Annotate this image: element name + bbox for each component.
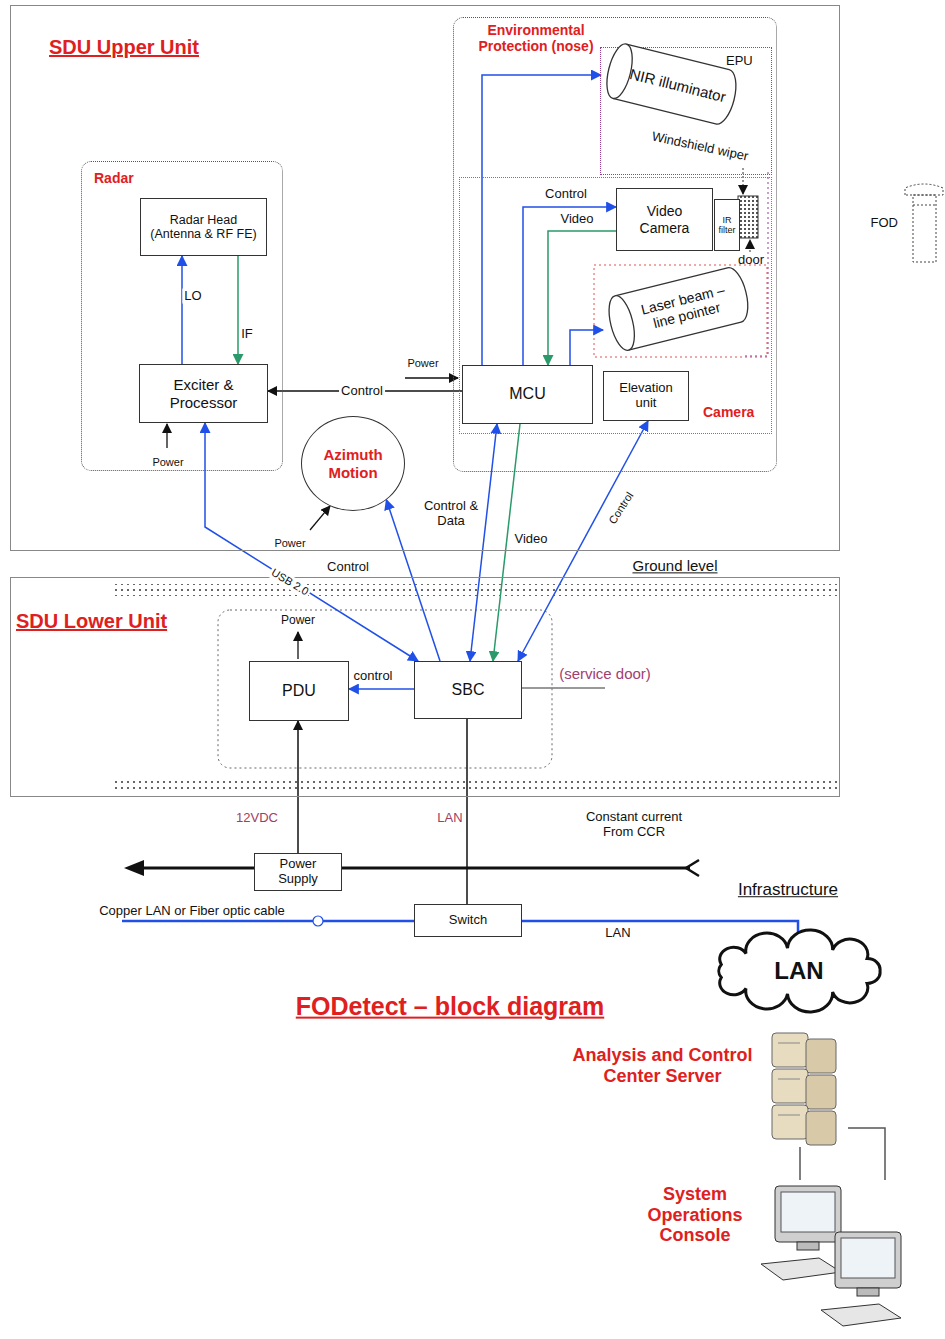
process-box: MCU xyxy=(462,365,593,424)
wiper-arrow xyxy=(743,168,744,194)
note-label: Power xyxy=(407,357,438,370)
laser-outline xyxy=(594,265,767,357)
node-text: EPU xyxy=(726,54,753,69)
note-label: Power xyxy=(152,456,183,469)
node-text: Radar xyxy=(94,170,134,186)
connector xyxy=(570,330,603,365)
connector xyxy=(470,424,497,661)
node-text: System Operations Console xyxy=(625,1184,765,1246)
edge-label: 12VDC xyxy=(234,811,280,826)
process-box: Radar Head (Antenna & RF FE) xyxy=(140,198,267,256)
cylinder-device: NIR illuminator xyxy=(601,40,741,128)
node-text: Exciter & Processor xyxy=(143,376,264,411)
door-arrow xyxy=(750,240,751,252)
process-box: Video Camera xyxy=(616,188,713,251)
connector xyxy=(386,500,440,661)
connector xyxy=(799,1147,801,1180)
node-text: Power Supply xyxy=(258,857,338,887)
edge-label: Control & Data xyxy=(419,499,483,529)
power-arrow xyxy=(297,632,298,659)
node-text: Switch xyxy=(449,913,487,928)
power-tail xyxy=(686,860,699,876)
note-label: Windshield wiper xyxy=(650,129,749,164)
node-text: Analysis and Control Center Server xyxy=(560,1045,765,1086)
node-text: PDU xyxy=(282,682,316,700)
process-box: SBC xyxy=(414,661,522,719)
edge-label: LAN xyxy=(603,926,632,941)
node-text: SBC xyxy=(452,681,485,699)
power-arrow xyxy=(166,424,167,448)
process-box: Elevation unit xyxy=(603,371,689,421)
note-label: Infrastructure xyxy=(738,880,838,900)
group-box: Environmental Protection (nose) EPUNIR il… xyxy=(453,17,777,472)
connector xyxy=(523,207,616,365)
edge-label: Control xyxy=(339,384,385,399)
group-box: SDU Lower UnitPDU SBC xyxy=(10,577,840,797)
connector xyxy=(848,1128,885,1180)
note-label: Power xyxy=(281,614,315,628)
connector xyxy=(466,719,468,904)
note-label: FOD xyxy=(871,216,898,231)
note-label: Constant current From CCR xyxy=(572,810,697,840)
node-text: IR filter xyxy=(718,215,736,236)
connector xyxy=(297,721,299,853)
edge-label: Control xyxy=(325,560,371,575)
process-box: IR filter xyxy=(714,199,740,251)
network-cloud: LAN xyxy=(706,938,892,1004)
group-box: RadarRadar Head (Antenna & RF FE) Exciter… xyxy=(81,161,283,471)
node-text: Azimuth Motion xyxy=(313,446,393,481)
power-arrowhead xyxy=(124,860,144,876)
process-box: System Operations Console xyxy=(625,1180,930,1336)
node-text: LAN xyxy=(774,957,823,985)
cable-connector xyxy=(313,916,323,926)
server-shape xyxy=(560,1025,848,1147)
process-box: Power Supply xyxy=(254,853,342,891)
group-box: Camera Video Camera IR filterLaser beam – … xyxy=(459,177,772,434)
connector xyxy=(548,231,616,365)
edge-label: LO xyxy=(182,289,203,304)
edge-label: Video xyxy=(512,532,549,547)
node-text: MCU xyxy=(509,385,545,403)
node-text: SDU Upper Unit xyxy=(49,36,199,59)
connector xyxy=(181,256,183,364)
note-label: (service door) xyxy=(559,665,651,682)
power-arrow xyxy=(310,506,330,530)
edge-label: LAN xyxy=(435,811,464,826)
cylinder-device: Laser beam – line pointer xyxy=(603,264,753,354)
edge-label: Control xyxy=(605,488,637,528)
edge-label: Control xyxy=(543,187,589,202)
power-line xyxy=(140,867,690,870)
node-text: Elevation unit xyxy=(607,381,685,411)
edge-label: IF xyxy=(239,327,255,342)
power-arrow xyxy=(405,377,458,378)
connector xyxy=(482,75,601,365)
service-door-line xyxy=(521,687,605,689)
note-label: Ground level xyxy=(632,557,717,574)
node-text: Radar Head (Antenna & RF FE) xyxy=(144,213,263,242)
process-box: Exciter & Processor xyxy=(139,364,268,423)
lan-cable xyxy=(122,920,414,923)
connector xyxy=(237,256,239,364)
door-window xyxy=(738,196,758,238)
note-label: Power xyxy=(274,537,305,550)
process-box: Azimuth Motion xyxy=(301,416,405,511)
edge-label: control xyxy=(351,669,394,684)
process-box: PDU xyxy=(249,661,349,721)
group-box: SDU Upper UnitRadarRadar Head (Antenna &… xyxy=(10,5,840,551)
connector xyxy=(349,688,414,690)
group-outline xyxy=(218,610,552,768)
diagram-title: FODetect – block diagram xyxy=(296,992,604,1021)
process-box: Switch xyxy=(414,904,522,937)
edge-label: Video xyxy=(558,212,595,227)
note-label: Copper LAN or Fiber optic cable xyxy=(99,904,285,919)
ground-band xyxy=(115,778,840,790)
node-text: SDU Lower Unit xyxy=(16,610,167,633)
node-text: Video Camera xyxy=(620,203,709,235)
node-text: Camera xyxy=(703,404,754,420)
fod-icon xyxy=(905,184,943,262)
node-text: Environmental Protection (nose) xyxy=(456,22,616,54)
process-box: Analysis and Control Center Server xyxy=(560,1025,848,1147)
note-label: door xyxy=(738,253,764,268)
